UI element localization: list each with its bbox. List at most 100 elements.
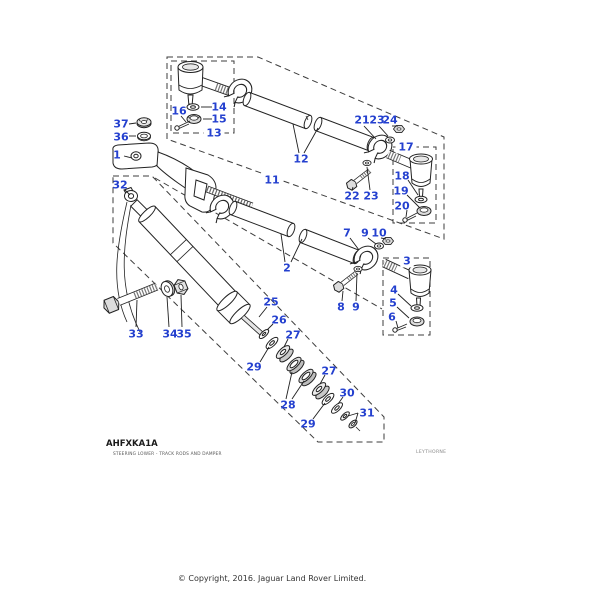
callout-4[interactable]: 4 xyxy=(390,284,398,297)
washer-36 xyxy=(137,131,151,142)
callout-8[interactable]: 8 xyxy=(337,301,345,314)
bolt-8 xyxy=(332,270,359,293)
washer-23b xyxy=(362,159,372,167)
callout-33[interactable]: 33 xyxy=(128,328,143,341)
callout-11[interactable]: 11 xyxy=(264,174,279,187)
leader-line-19 xyxy=(406,194,421,209)
callout-35[interactable]: 35 xyxy=(176,328,191,341)
washer-14 xyxy=(186,103,200,111)
callout-6[interactable]: 6 xyxy=(388,311,396,324)
kit-box-13 xyxy=(170,60,235,134)
leader-line-23 xyxy=(378,125,389,137)
tie-rod-end-13 xyxy=(174,61,233,131)
washer-31a xyxy=(340,411,350,421)
leader-line-31 xyxy=(354,412,359,424)
callout-17[interactable]: 17 xyxy=(398,141,413,154)
callout-5[interactable]: 5 xyxy=(389,297,397,310)
washer-9b xyxy=(353,265,363,273)
leader-line-27 xyxy=(319,374,326,385)
leader-line-21 xyxy=(363,125,377,140)
washer-34 xyxy=(160,280,176,298)
callout-27[interactable]: 27 xyxy=(321,365,336,378)
nut-5 xyxy=(409,316,425,327)
leader-line-18 xyxy=(407,179,419,196)
leader-line-2 xyxy=(290,238,303,263)
leader-line-7 xyxy=(349,237,360,251)
leader-line-33 xyxy=(135,299,138,328)
callout-9[interactable]: 9 xyxy=(352,301,360,314)
leader-line-1 xyxy=(123,155,133,159)
bush-27a xyxy=(275,345,294,363)
drop-arm xyxy=(112,142,217,213)
callout-3[interactable]: 3 xyxy=(403,255,411,268)
callout-22[interactable]: 22 xyxy=(344,190,359,203)
castle-nut-15 xyxy=(186,114,202,124)
damper-bush-stack xyxy=(258,328,361,432)
leader-line-32 xyxy=(124,189,131,196)
callout-14[interactable]: 14 xyxy=(211,101,227,114)
copyright-text: © Copyright, 2016. Jaguar Land Rover Lim… xyxy=(178,574,366,583)
washer-26 xyxy=(258,328,270,340)
callout-27[interactable]: 27 xyxy=(285,329,300,342)
leader-line-6 xyxy=(395,320,399,329)
cup-washer-28b xyxy=(298,368,317,387)
track-rod-tube-12a xyxy=(242,91,313,130)
callout-32[interactable]: 32 xyxy=(112,179,127,192)
callout-25[interactable]: 25 xyxy=(263,296,278,309)
track-rod-tube-2a xyxy=(228,200,296,238)
plate-code: AHFXKA1A xyxy=(106,439,158,449)
leader-line-31 xyxy=(347,412,359,417)
callout-36[interactable]: 36 xyxy=(113,131,129,144)
leader-line-16 xyxy=(180,115,187,123)
washer-29b xyxy=(321,392,335,406)
callout-12[interactable]: 12 xyxy=(293,153,308,166)
leader-line-12 xyxy=(292,123,300,154)
track-rod-tube-2b xyxy=(298,228,362,265)
callout-15[interactable]: 15 xyxy=(211,113,226,126)
callout-1[interactable]: 1 xyxy=(113,149,121,162)
split-pin-16 xyxy=(174,120,191,131)
tie-rod-end-17 xyxy=(386,149,433,223)
callout-31[interactable]: 31 xyxy=(359,407,374,420)
callout-30[interactable]: 30 xyxy=(339,387,355,400)
leader-line-22 xyxy=(351,186,354,191)
callout-16[interactable]: 16 xyxy=(171,105,187,118)
callout-9[interactable]: 9 xyxy=(361,227,369,240)
callout-10[interactable]: 10 xyxy=(371,227,387,240)
callout-28[interactable]: 28 xyxy=(280,399,295,412)
callout-13[interactable]: 13 xyxy=(206,127,221,140)
bush-27b xyxy=(311,382,330,400)
washer-18 xyxy=(414,195,428,204)
split-pin-20 xyxy=(402,212,418,223)
leader-line-2 xyxy=(280,233,286,263)
bolt-33 xyxy=(103,282,159,314)
callout-29[interactable]: 29 xyxy=(300,418,315,431)
callout-21[interactable]: 21 xyxy=(354,114,369,127)
callout-24[interactable]: 24 xyxy=(382,114,398,127)
callout-2[interactable]: 2 xyxy=(283,262,291,275)
nut-19 xyxy=(416,206,432,216)
callout-18[interactable]: 18 xyxy=(394,170,409,183)
callout-37[interactable]: 37 xyxy=(113,118,128,131)
callout-19[interactable]: 19 xyxy=(393,185,408,198)
leader-line-23 xyxy=(366,166,371,191)
callout-20[interactable]: 20 xyxy=(394,200,410,213)
leader-line-20 xyxy=(405,209,408,218)
split-pin-6 xyxy=(392,323,408,333)
leader-line-29 xyxy=(259,346,270,363)
steering-damper xyxy=(116,186,264,336)
leader-line-26 xyxy=(266,323,274,331)
callout-23[interactable]: 23 xyxy=(363,190,378,203)
callout-23[interactable]: 23 xyxy=(369,114,384,127)
callout-mask-17 xyxy=(395,140,417,154)
leader-line-9 xyxy=(367,237,377,245)
callout-26[interactable]: 26 xyxy=(271,314,287,327)
leader-line-5 xyxy=(396,306,410,319)
callout-34[interactable]: 34 xyxy=(162,328,178,341)
callout-7[interactable]: 7 xyxy=(343,227,351,240)
tie-rod-end-3 xyxy=(382,258,432,333)
leader-line-25 xyxy=(258,306,268,318)
callout-29[interactable]: 29 xyxy=(246,361,261,374)
leader-line-9 xyxy=(355,272,358,302)
washer-23a xyxy=(385,136,395,144)
